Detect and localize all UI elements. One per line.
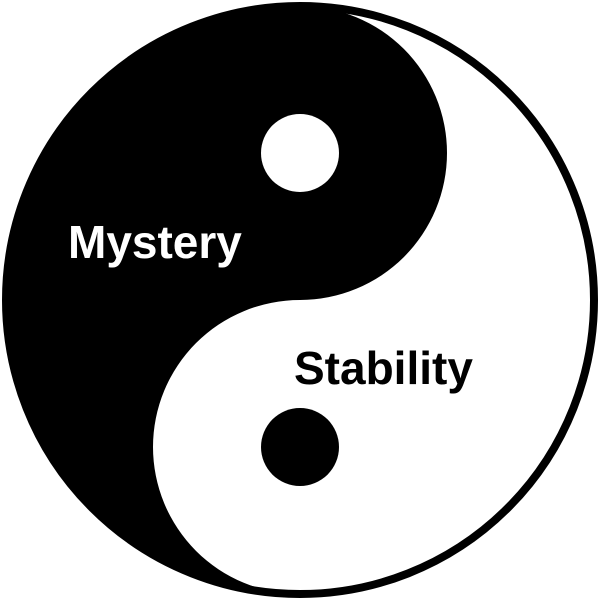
dark-eye [261, 408, 339, 486]
label-mystery: Mystery [68, 216, 242, 268]
label-stability: Stability [294, 342, 473, 394]
light-eye [261, 114, 339, 192]
